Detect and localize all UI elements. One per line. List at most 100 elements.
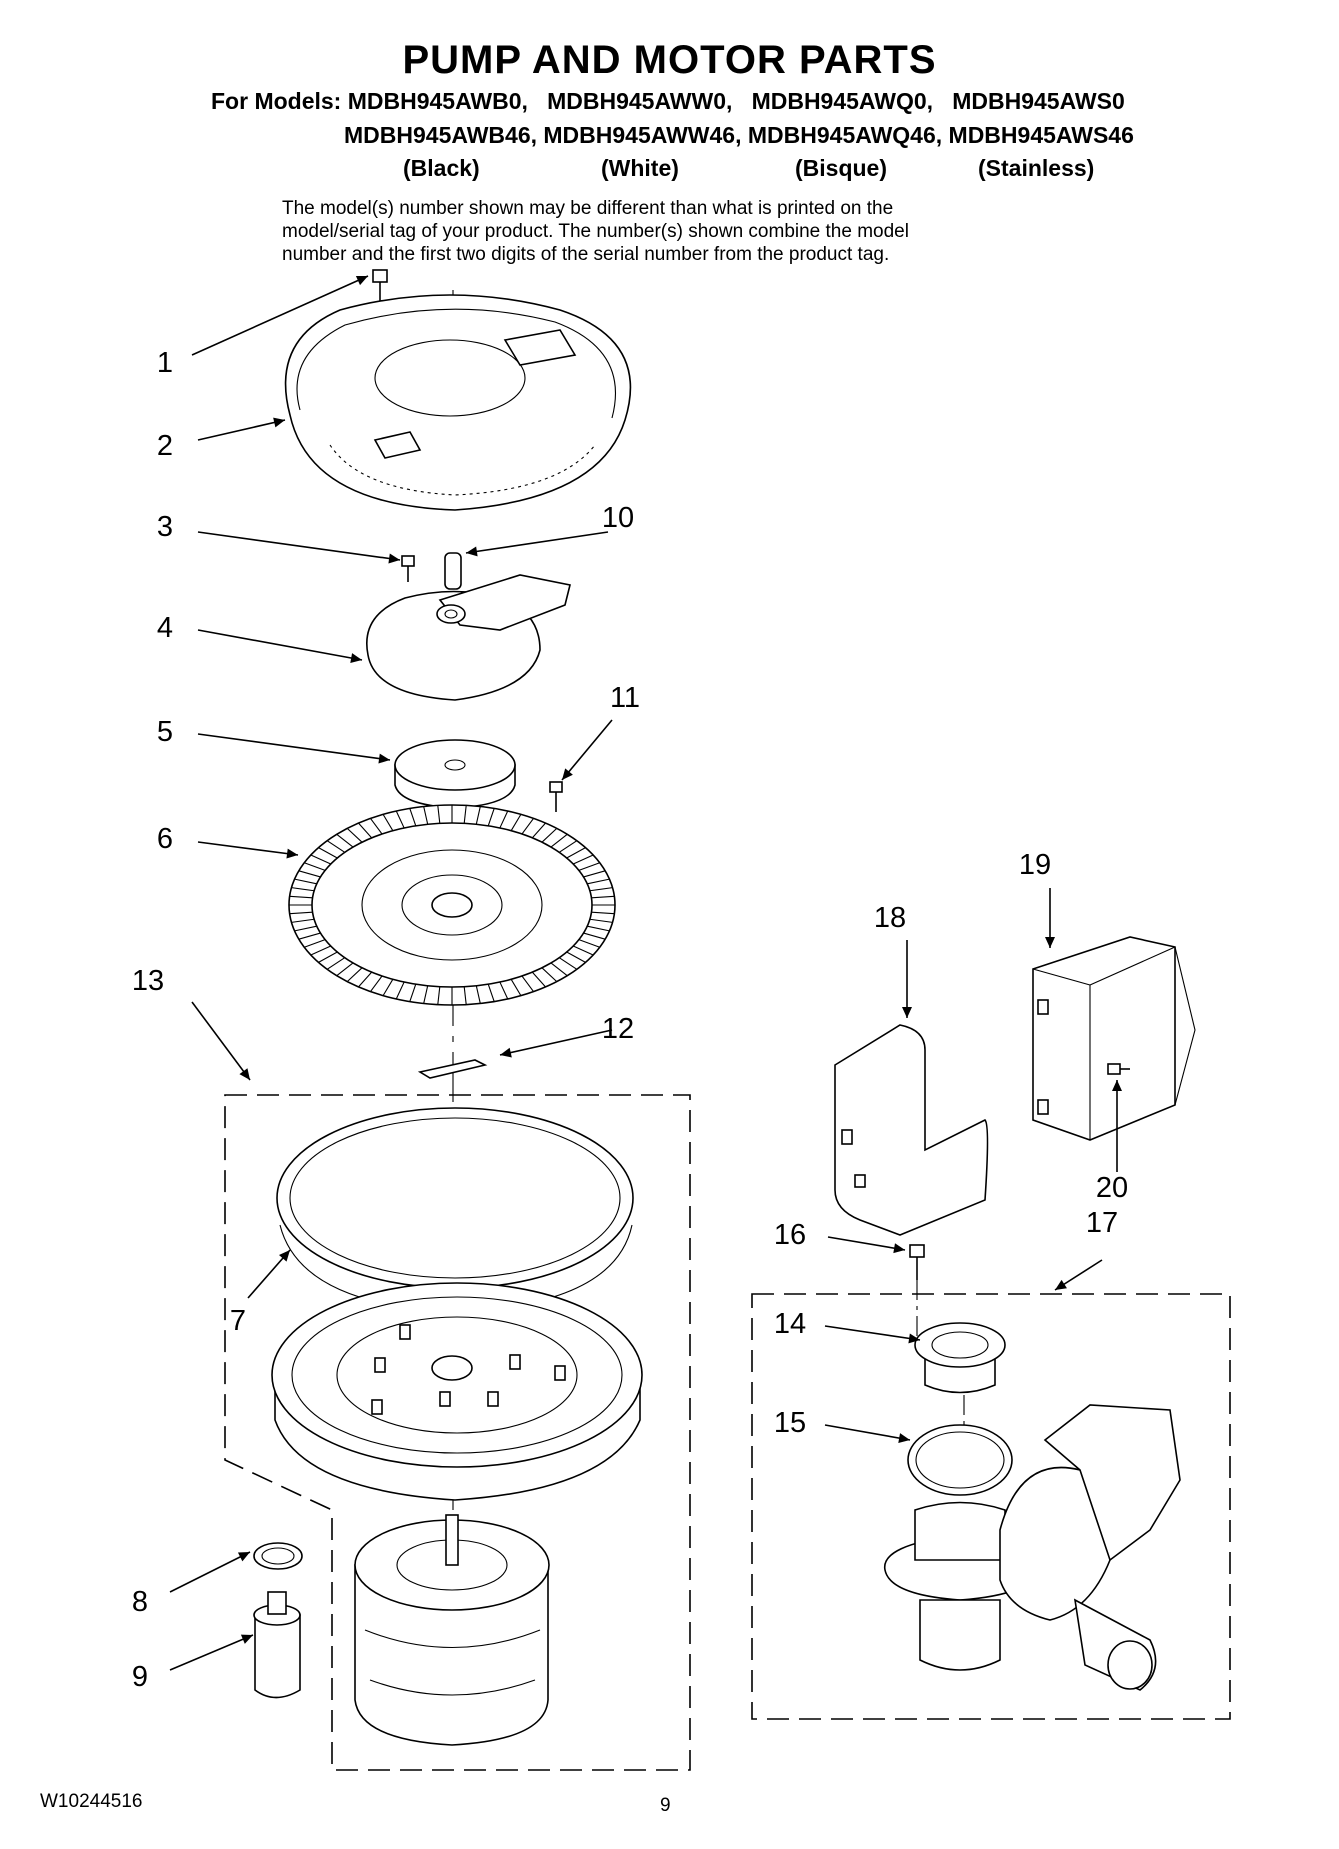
callout-17: 17 [1086,1207,1118,1239]
leader-1 [191,275,369,356]
arrowhead-6 [286,848,298,859]
fan-tooth [370,818,383,835]
fan-tooth [298,932,321,940]
callout-4: 4 [157,612,173,644]
arrowhead-9 [240,1634,253,1644]
fan-tooth [558,957,578,970]
fan-tooth [409,984,417,1002]
fan-tooth [487,808,495,826]
callout-14: 14 [774,1308,806,1340]
leader-13 [191,1001,251,1081]
leader-arrows [169,275,1122,1671]
fan-tooth [358,822,373,839]
part-3-screw [401,555,415,582]
leader-4 [197,629,363,661]
leader-10 [465,531,609,554]
part-7-seal-ring [276,1107,634,1313]
part-13-assembly-outline [224,1094,691,1771]
callout-8: 8 [132,1586,148,1618]
part-19-cover-box [1032,936,1196,1141]
leader-16 [827,1236,906,1251]
fan-tooth [437,805,441,824]
arrowhead-14 [908,1333,920,1344]
arrowhead-4 [350,653,362,663]
callout-15: 15 [774,1407,806,1439]
part-9-sensor [253,1591,301,1699]
fan-tooth [591,911,615,915]
fan-tooth [541,827,558,843]
fan-tooth [326,840,346,853]
leader-11 [561,719,613,781]
arrowhead-10 [466,546,478,557]
note-line-3: number and the first two digits of the s… [282,244,890,265]
fan-tooth [289,911,313,915]
callout-7: 7 [230,1305,246,1337]
fan-tooth [499,981,509,1000]
arrowhead-5 [378,753,390,764]
part-20-screw [1107,1063,1130,1075]
arrowhead-13 [239,1068,250,1080]
fan-tooth [294,925,317,932]
motor [354,1514,550,1746]
fan-tooth [395,810,405,829]
fan-tooth [304,939,326,948]
arrowhead-20 [1112,1080,1122,1091]
fan-tooth [294,878,317,885]
part-1-screw [372,269,388,304]
fan-tooth [463,986,467,1005]
color-black: (Black) [403,155,480,181]
fan-tooth [578,862,600,871]
part-11-screw [549,781,563,812]
fan-tooth [289,895,313,899]
arrowhead-19 [1045,937,1055,948]
arrowhead-12 [500,1047,512,1058]
arrowhead-2 [273,417,285,428]
callout-12: 12 [602,1013,634,1045]
fan-tooth [298,870,321,878]
fan-tooth [566,951,586,963]
arrowhead-11 [562,768,573,780]
color-bisque: (Bisque) [795,155,887,181]
callout-2: 2 [157,430,173,462]
fan-tooth [382,814,394,831]
fan-tooth [310,945,331,956]
fan-tooth [358,971,373,988]
leader-3 [197,531,401,561]
fan-tooth [346,827,363,843]
fan-tooth [475,806,481,825]
leader-8 [169,1551,251,1593]
fan-tooth [583,932,606,940]
fan-tooth [318,951,338,963]
fan-tooth [499,810,509,829]
fan-tooth [304,862,326,871]
arrowhead-7 [278,1250,290,1262]
fan-tooth [589,887,613,892]
fan-tooth [336,833,354,848]
fan-tooth [346,967,363,983]
fan-tooth [475,985,481,1004]
arrowhead-17 [1055,1279,1067,1290]
fan-tooth [310,854,331,865]
fan-tooth [423,985,429,1004]
part-17-assembly-outline [751,1293,1231,1720]
part-16-screw [909,1244,925,1280]
callout-11: 11 [610,682,640,714]
fan-tooth [558,840,578,853]
page-title: PUMP AND MOTOR PARTS [402,38,937,82]
callout-19: 19 [1019,849,1051,881]
fan-tooth [583,870,606,878]
callout-9: 9 [132,1661,148,1693]
fan-tooth [550,962,568,977]
sump-housing [271,1282,643,1501]
leader-12 [499,1029,613,1056]
fan-tooth [521,975,534,992]
fan-tooth [291,887,315,892]
models-line-2: MDBH945AWB46, MDBH945AWW46, MDBH945AWQ46… [344,122,1134,148]
note-line-1: The model(s) number shown may be differe… [282,198,894,219]
fan-tooth [510,979,522,996]
fan-tooth [382,979,394,996]
callout-13: 13 [132,965,164,997]
fan-tooth [409,808,417,826]
